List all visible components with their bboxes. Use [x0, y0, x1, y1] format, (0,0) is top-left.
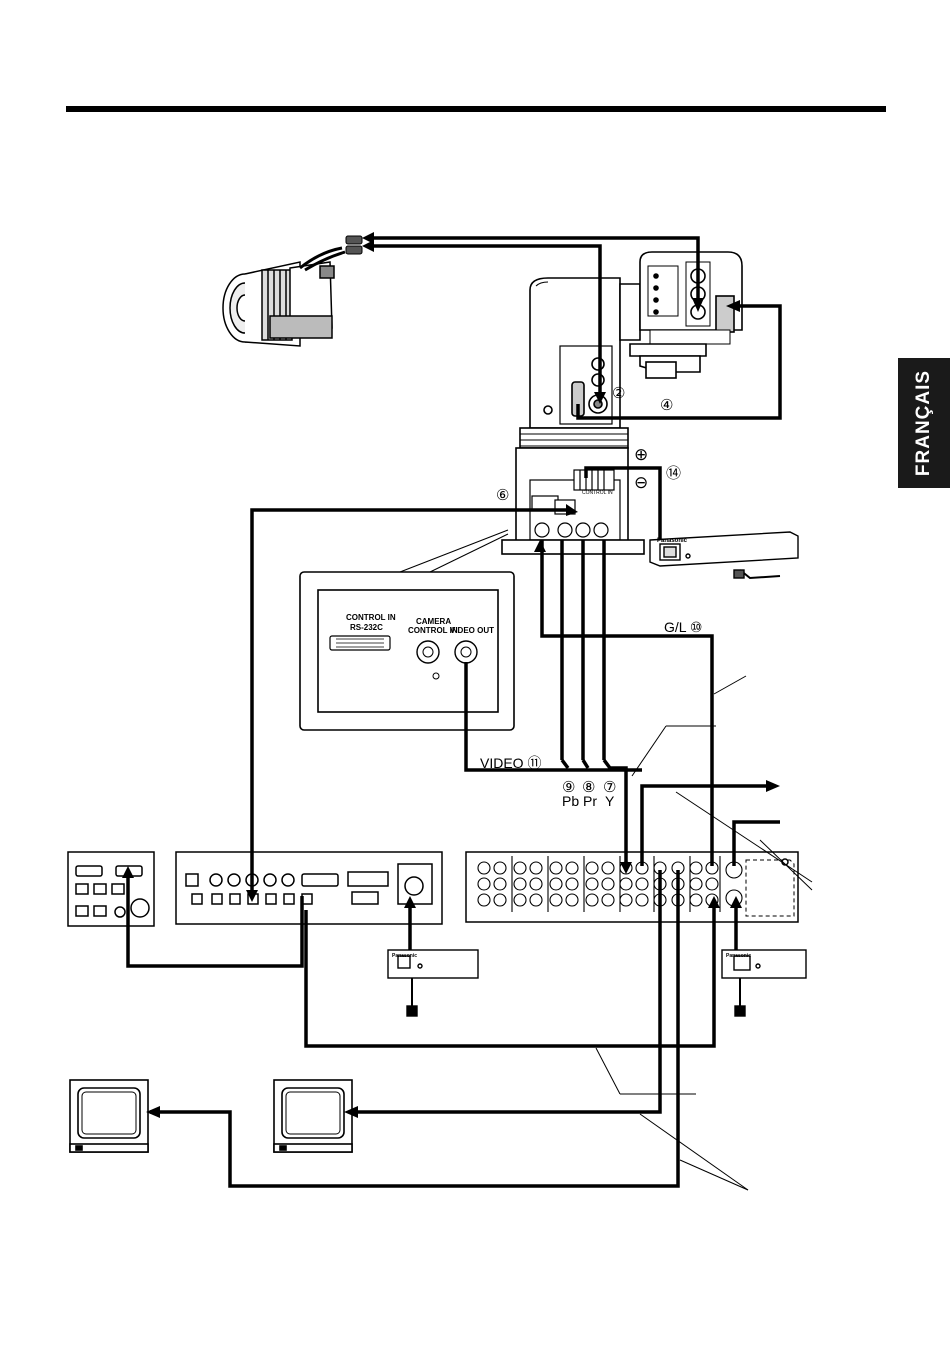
callout-6: ⑥: [496, 487, 509, 504]
language-tab: FRANÇAIS: [898, 358, 950, 488]
bnc-jack: [690, 878, 702, 890]
bnc-jack: [636, 894, 648, 906]
bnc-jack: [690, 894, 702, 906]
lens-cable-connectors: [346, 236, 362, 254]
bnc-jack: [566, 878, 578, 890]
bnc-jack: [494, 878, 506, 890]
bnc-jack: [478, 894, 490, 906]
bnc-jack: [550, 878, 562, 890]
remote-controller: [68, 852, 154, 926]
bnc-jack: [586, 878, 598, 890]
bnc-jack: [530, 862, 542, 874]
panel-control-in-label: CONTROL IN: [346, 613, 396, 622]
bnc-jack: [514, 878, 526, 890]
camera-control-unit: [176, 852, 442, 924]
bnc-jack: [550, 862, 562, 874]
bnc-jack: [602, 878, 614, 890]
control-in-unit-label: CONTROL IN: [582, 490, 613, 496]
bnc-jack: [602, 862, 614, 874]
callout-4: ④: [660, 397, 673, 414]
panel-rs232c-label: RS-232C: [350, 623, 383, 632]
callout-14: ⑭: [666, 465, 681, 482]
bnc-jack: [478, 878, 490, 890]
label-y: Y: [605, 793, 615, 809]
language-tab-label: FRANÇAIS: [913, 370, 935, 476]
callout-minus: ⊖: [634, 473, 648, 492]
power-supply-ccu-brand: Panasonic: [392, 953, 417, 959]
bnc-jack: [550, 894, 562, 906]
bnc-jack: [636, 878, 648, 890]
bnc-jack: [602, 894, 614, 906]
bnc-jack: [566, 862, 578, 874]
bnc-jack: [620, 894, 632, 906]
bnc-jack: [478, 862, 490, 874]
camera-head: [620, 252, 742, 378]
bnc-jack: [706, 878, 718, 890]
power-supply-processor: [722, 950, 806, 1016]
panel-video-out-label: VIDEO OUT: [450, 626, 494, 635]
bnc-jack: [586, 862, 598, 874]
bnc-jack: [494, 862, 506, 874]
header-rule: [66, 106, 886, 112]
callout-plus: ⊕: [634, 445, 648, 464]
bnc-jack: [530, 878, 542, 890]
bnc-jack: [514, 894, 526, 906]
panel-camera-label: CAMERA: [416, 617, 451, 626]
callout-video: VIDEO ⑪: [480, 755, 541, 771]
label-pr: Pr: [583, 793, 597, 809]
bnc-jack: [586, 894, 598, 906]
bnc-jack: [690, 862, 702, 874]
bnc-jack: [530, 894, 542, 906]
bnc-jack: [620, 878, 632, 890]
callout-gl: G/L ⑩: [664, 619, 703, 635]
enlarged-panel: [300, 572, 514, 730]
power-supply-ccu: [388, 950, 478, 1016]
zoom-leader-lines: [400, 530, 508, 572]
bnc-jack: [494, 894, 506, 906]
monitor-right: [274, 1080, 352, 1152]
label-pb: Pb: [562, 793, 579, 809]
monitor-left: [70, 1080, 148, 1152]
power-supply-processor-brand: Panasonic: [726, 953, 751, 959]
zoom-lens: [223, 248, 345, 346]
bnc-jack: [566, 894, 578, 906]
callout-2: ②: [612, 385, 625, 402]
bnc-jack: [514, 862, 526, 874]
